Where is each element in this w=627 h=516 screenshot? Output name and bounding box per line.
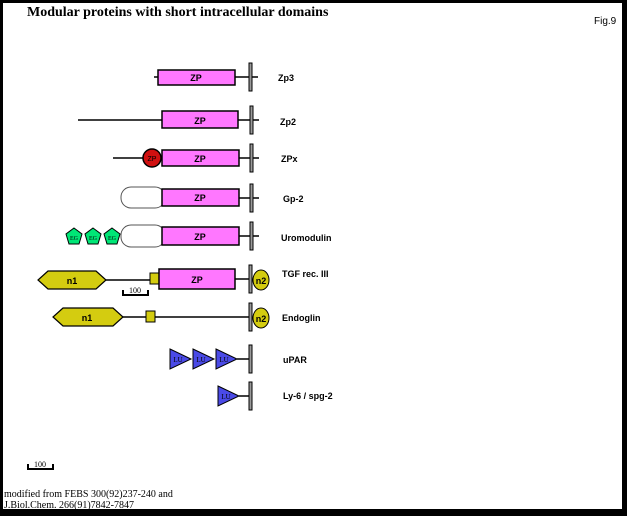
figure-label: Fig.9 xyxy=(594,16,617,27)
protein-name-zpx: ZPx xyxy=(281,154,298,164)
eg-domain-label: EG xyxy=(89,236,98,242)
protein-name-tgf-rec-iii: TGF rec. III xyxy=(282,269,329,279)
scale-bar-inline: 100 xyxy=(122,286,149,296)
protein-row-upar: LU LU LU uPAR xyxy=(169,344,307,374)
protein-name-endoglin: Endoglin xyxy=(282,313,321,323)
credit-line-2: J.Biol.Chem. 266(91)7842-7847 xyxy=(4,500,134,509)
n1-domain xyxy=(37,270,107,290)
transmembrane-segment xyxy=(249,143,254,173)
gpi-anchor xyxy=(248,381,253,411)
eg-domain: EG xyxy=(84,227,102,245)
figure-title: Modular proteins with short intracellula… xyxy=(27,5,329,20)
eg-domain-label: EG xyxy=(70,236,79,242)
zp-domain-label: ZP xyxy=(191,275,203,285)
lu-domain-label: LU xyxy=(221,393,230,401)
n2-domain xyxy=(252,269,270,291)
small-domain xyxy=(145,310,156,323)
n2-domain xyxy=(252,307,270,329)
lu-domain-label: LU xyxy=(196,356,205,364)
unknown-domain xyxy=(120,186,166,209)
gpi-anchor xyxy=(248,344,253,374)
protein-name-ly6-spg2: Ly-6 / spg-2 xyxy=(283,391,333,401)
protein-row-gp2: ZP Gp-2 xyxy=(120,183,304,213)
protein-row-uromodulin: EG EG EG ZP Uromodulin xyxy=(65,221,332,251)
transmembrane-segment xyxy=(248,264,253,294)
lu-domain: LU xyxy=(217,385,241,407)
protein-name-gp2: Gp-2 xyxy=(283,194,304,204)
n1-domain xyxy=(52,307,124,327)
zp-domain-label: ZP xyxy=(190,73,202,83)
lu-domain-label: LU xyxy=(173,356,182,364)
protein-name-zp3: Zp3 xyxy=(278,73,294,83)
zp-small-domain-label: ZP xyxy=(148,156,157,163)
zp-domain-label: ZP xyxy=(194,193,206,203)
lu-domain-label: LU xyxy=(219,356,228,364)
protein-name-upar: uPAR xyxy=(283,355,307,365)
transmembrane-segment xyxy=(248,62,253,92)
scale-bar-label: 100 xyxy=(34,460,46,469)
protein-row-ly6-spg2: LU Ly-6 / spg-2 xyxy=(217,381,333,411)
zp-domain-label: ZP xyxy=(194,232,206,242)
eg-domain: EG xyxy=(65,227,83,245)
small-domain xyxy=(149,272,160,285)
transmembrane-segment xyxy=(249,183,254,213)
protein-row-tgf-rec-iii: n1 ZP n2 TGF rec. III 100 xyxy=(37,264,329,296)
n2-domain-label: n2 xyxy=(256,276,267,286)
n1-domain-label: n1 xyxy=(67,276,78,286)
scale-bar-label: 100 xyxy=(129,286,141,295)
zp-domain-label: ZP xyxy=(194,154,206,164)
lu-domain: LU xyxy=(192,348,216,370)
transmembrane-segment xyxy=(249,105,254,135)
protein-name-zp2: Zp2 xyxy=(280,117,296,127)
transmembrane-segment xyxy=(248,302,253,332)
protein-row-zp3: ZP Zp3 xyxy=(154,62,294,92)
transmembrane-segment xyxy=(249,221,254,251)
protein-row-endoglin: n1 n2 Endoglin xyxy=(52,302,321,332)
lu-domain: LU xyxy=(169,348,193,370)
protein-row-zp2: ZP Zp2 xyxy=(78,105,296,135)
lu-domain: LU xyxy=(215,348,239,370)
protein-name-uromodulin: Uromodulin xyxy=(281,233,332,243)
figure-frame: Modular proteins with short intracellula… xyxy=(3,3,622,509)
eg-domain: EG xyxy=(103,227,121,245)
n1-domain-label: n1 xyxy=(82,313,93,323)
protein-domain-diagram: Modular proteins with short intracellula… xyxy=(4,5,617,509)
credit-line-1: modified from FEBS 300(92)237-240 and xyxy=(4,489,173,500)
zp-domain-label: ZP xyxy=(194,116,206,126)
eg-domain-label: EG xyxy=(108,236,117,242)
protein-row-zpx: ZP ZP ZPx xyxy=(113,143,298,173)
n2-domain-label: n2 xyxy=(256,314,267,324)
zp-small-domain xyxy=(142,148,162,168)
unknown-domain xyxy=(120,224,166,248)
scale-bar: 100 xyxy=(27,460,54,470)
